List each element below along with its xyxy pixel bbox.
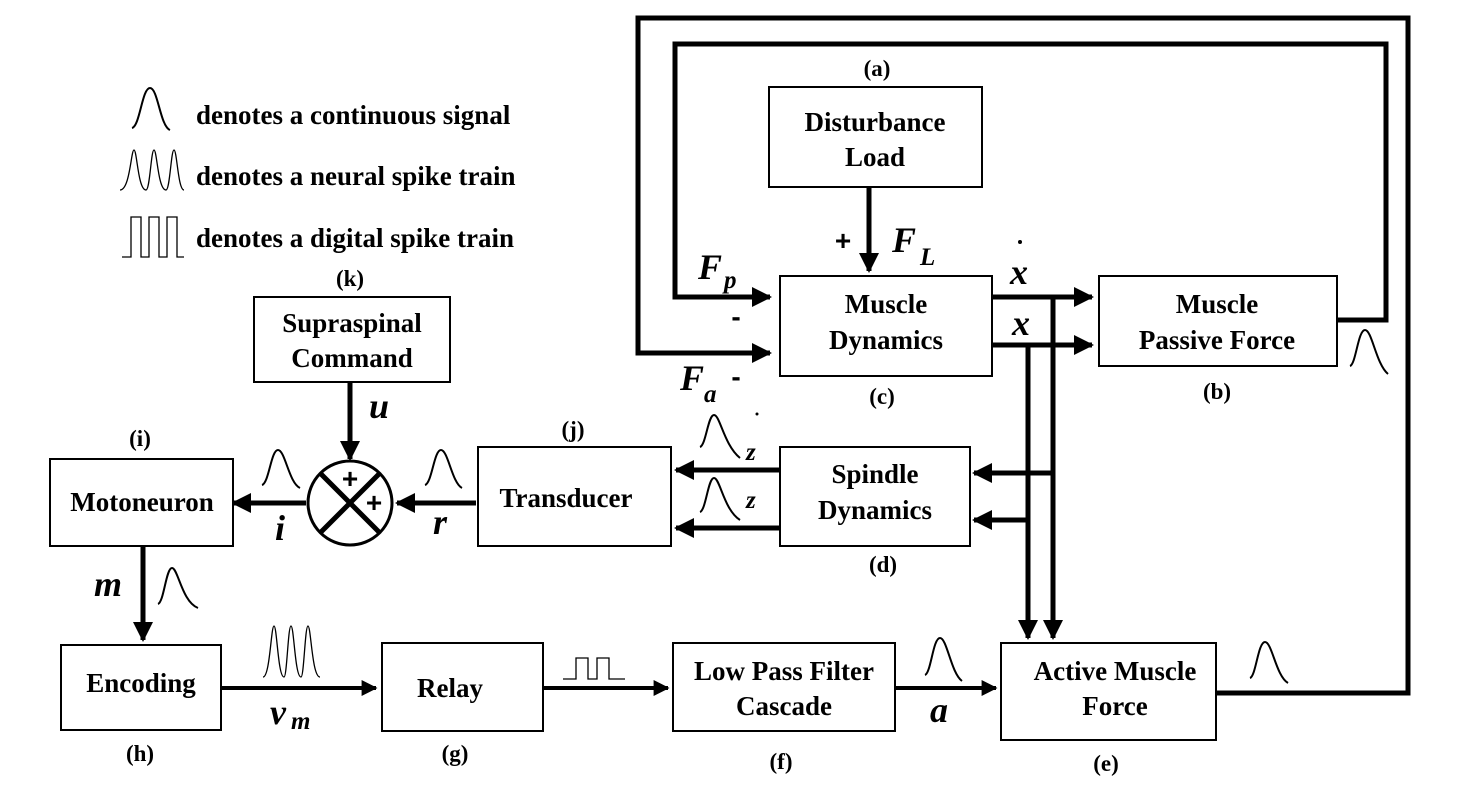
active-minus-sign: - bbox=[731, 361, 740, 392]
signal-fl: F L bbox=[891, 220, 935, 271]
block-f-tag: (f) bbox=[770, 749, 793, 774]
passive-minus-sign: - bbox=[731, 301, 740, 332]
passive-force-continuous-icon bbox=[1349, 328, 1389, 375]
signal-zdot: z bbox=[745, 412, 759, 466]
block-relay: Relay (g) bbox=[381, 642, 544, 766]
dot-marker bbox=[755, 412, 759, 416]
active-force-continuous-icon bbox=[1249, 640, 1289, 684]
signal-u: u bbox=[369, 386, 389, 426]
block-g-line1: Relay bbox=[417, 673, 483, 703]
relay-digital-spike-icon bbox=[563, 657, 625, 680]
signal-a: a bbox=[930, 690, 948, 730]
svg-text:F: F bbox=[697, 247, 722, 287]
i-continuous-icon bbox=[261, 448, 301, 489]
svg-text:p: p bbox=[722, 267, 737, 294]
svg-text:L: L bbox=[919, 244, 935, 271]
r-continuous-icon bbox=[424, 448, 463, 489]
signal-z: z bbox=[745, 487, 756, 514]
a-continuous-icon bbox=[924, 636, 963, 682]
block-a-tag: (a) bbox=[864, 56, 891, 81]
continuous-signal-icon bbox=[131, 86, 171, 131]
legend: denotes a continuous signal denotes a ne… bbox=[119, 86, 516, 258]
svg-text:m: m bbox=[291, 708, 310, 735]
block-active-muscle-force: Active Muscle Force (e) bbox=[1000, 642, 1217, 776]
block-d-tag: (d) bbox=[869, 552, 897, 577]
block-motoneuron: Motoneuron (i) bbox=[49, 426, 234, 547]
signal-vm: v m bbox=[270, 692, 310, 735]
svg-text:v: v bbox=[270, 692, 287, 732]
block-e-tag: (e) bbox=[1093, 751, 1119, 776]
block-g-tag: (g) bbox=[442, 741, 469, 766]
block-c-line1: Muscle bbox=[845, 289, 927, 319]
digital-spike-train-icon bbox=[122, 216, 184, 258]
signal-xdot: x bbox=[1009, 240, 1028, 292]
svg-text:x: x bbox=[1009, 252, 1028, 292]
block-disturbance-load: Disturbance Load (a) bbox=[768, 56, 983, 188]
block-encoding: Encoding (h) bbox=[60, 644, 222, 766]
block-f-line2: Cascade bbox=[736, 691, 832, 721]
block-i-line1: Motoneuron bbox=[70, 487, 214, 517]
block-b-line1: Muscle bbox=[1176, 289, 1258, 319]
block-k-line2: Command bbox=[291, 343, 413, 373]
block-b-tag: (b) bbox=[1203, 379, 1231, 404]
signal-i: i bbox=[275, 508, 285, 548]
sum-top-sign: + bbox=[342, 463, 358, 494]
svg-text:F: F bbox=[679, 358, 704, 398]
block-c-line2: Dynamics bbox=[829, 325, 943, 355]
active-force-feedback-wire bbox=[635, 15, 1411, 696]
block-k-line1: Supraspinal bbox=[282, 308, 422, 338]
block-e-line1: Active Muscle bbox=[1034, 656, 1197, 686]
zdot-continuous-icon bbox=[699, 413, 741, 459]
block-transducer: Transducer (j) bbox=[477, 417, 672, 547]
block-j-line1: Transducer bbox=[500, 483, 633, 513]
block-low-pass-filter-cascade: Low Pass Filter Cascade (f) bbox=[672, 642, 896, 774]
legend-continuous-text: denotes a continuous signal bbox=[196, 100, 511, 130]
block-i-tag: (i) bbox=[129, 426, 151, 451]
block-h-line1: Encoding bbox=[86, 668, 196, 698]
signal-fp: F p bbox=[697, 247, 737, 294]
block-c-tag: (c) bbox=[869, 384, 895, 409]
neural-spike-train-icon bbox=[119, 149, 185, 191]
block-b-line2: Passive Force bbox=[1139, 325, 1295, 355]
legend-neural-text: denotes a neural spike train bbox=[196, 161, 516, 191]
dot-marker bbox=[1018, 240, 1022, 244]
svg-text:z: z bbox=[745, 439, 756, 466]
signal-fa: F a bbox=[679, 358, 717, 408]
signal-m: m bbox=[94, 564, 122, 604]
load-plus-sign: + bbox=[835, 225, 851, 256]
block-d-line2: Dynamics bbox=[818, 495, 932, 525]
z-continuous-icon bbox=[699, 476, 741, 521]
block-j-tag: (j) bbox=[562, 417, 585, 442]
block-e-line2: Force bbox=[1082, 691, 1147, 721]
block-supraspinal-command: Supraspinal Command (k) bbox=[253, 266, 451, 383]
m-continuous-icon bbox=[157, 566, 199, 609]
block-a-line1: Disturbance bbox=[805, 107, 946, 137]
svg-text:F: F bbox=[891, 220, 916, 260]
vm-neural-spike-icon bbox=[262, 625, 321, 678]
block-muscle-passive-force: Muscle Passive Force (b) bbox=[1098, 275, 1338, 404]
passive-force-feedback-wire bbox=[672, 41, 1389, 323]
signal-r: r bbox=[433, 502, 448, 542]
block-spindle-dynamics: Spindle Dynamics (d) bbox=[779, 446, 971, 577]
sum-right-sign: + bbox=[366, 487, 382, 518]
block-k-tag: (k) bbox=[336, 266, 364, 291]
summing-junction: + + bbox=[306, 459, 394, 547]
block-d-line1: Spindle bbox=[831, 459, 918, 489]
block-muscle-dynamics: Muscle Dynamics (c) bbox=[779, 275, 993, 409]
block-a-line2: Load bbox=[845, 142, 905, 172]
legend-digital-text: denotes a digital spike train bbox=[196, 223, 514, 253]
block-h-tag: (h) bbox=[126, 741, 154, 766]
svg-text:a: a bbox=[704, 381, 717, 408]
block-f-line1: Low Pass Filter bbox=[694, 656, 874, 686]
signal-x: x bbox=[1011, 303, 1030, 343]
